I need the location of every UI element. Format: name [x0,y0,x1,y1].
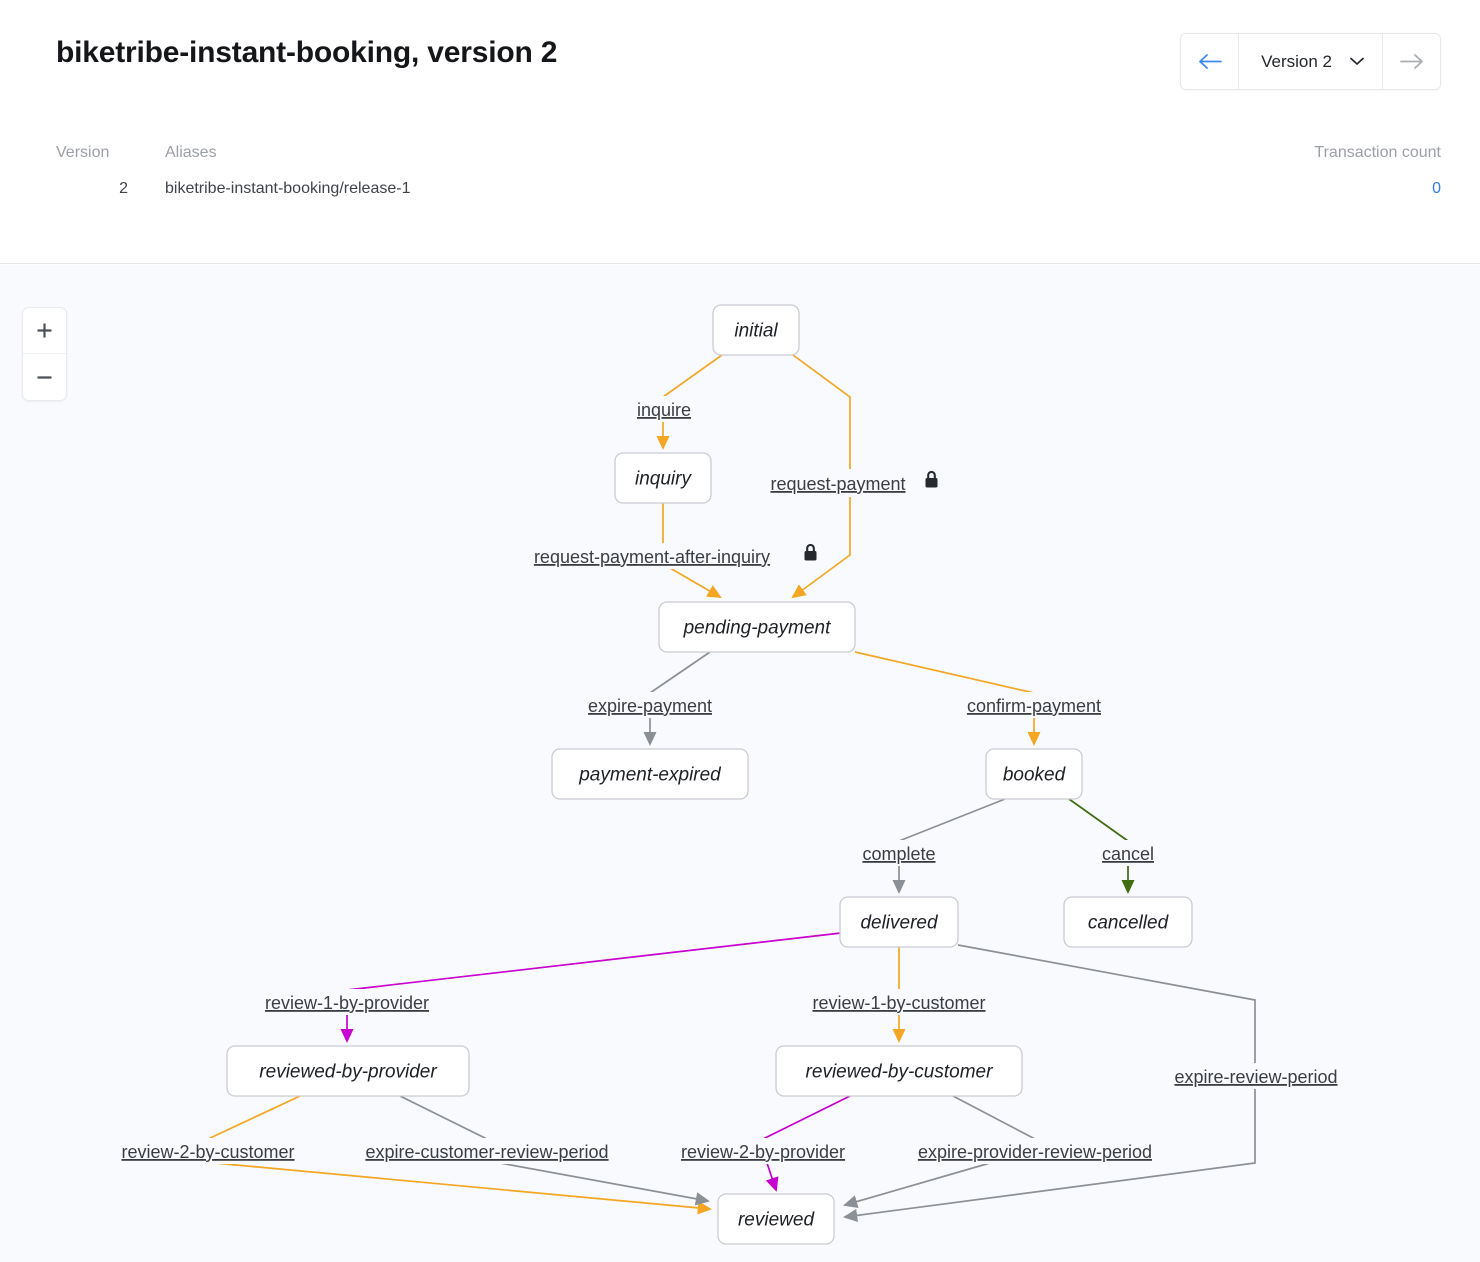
edge-r2p-lower [765,1162,779,1192]
edge-inquire-upper [662,354,723,398]
edge-cancel-upper [1068,798,1129,842]
zoom-in-button[interactable] [23,308,66,354]
transition-label-review-1-by-customer[interactable]: review-1-by-customer [796,989,1003,1015]
state-node-delivered[interactable]: delivered [839,896,959,948]
state-node-booked[interactable]: booked [985,748,1083,800]
state-node-reviewed-by-provider[interactable]: reviewed-by-provider [226,1045,470,1097]
state-machine-canvas[interactable]: inquire request-payment request-payment-… [0,265,1480,1262]
edge-erp-upper [957,944,1256,1065]
state-node-initial[interactable]: initial [712,304,800,356]
state-node-booked-label: booked [1003,765,1067,786]
arrow-right-icon [1399,54,1423,69]
state-machine-graph: inquire request-payment request-payment-… [103,304,1356,1245]
transaction-count-column-header: Transaction count [1314,144,1441,161]
edge-ecrp-lower [499,1162,711,1206]
transition-label-request-payment-after-inquiry[interactable]: request-payment-after-inquiry [502,543,817,569]
transition-label-expire-customer-review-period[interactable]: expire-customer-review-period [339,1138,635,1164]
state-node-pending-payment[interactable]: pending-payment [658,601,856,653]
state-node-reviewed-by-customer-label: reviewed-by-customer [806,1062,994,1083]
zoom-out-button[interactable] [23,354,66,400]
transition-label-eprp-text: expire-provider-review-period [918,1142,1152,1162]
state-node-inquiry-label: inquiry [635,469,692,490]
edge-confirm-payment-upper [854,651,1035,694]
transition-label-request-payment-text: request-payment [770,474,905,494]
next-version-button[interactable] [1382,34,1440,89]
transition-label-expire-payment[interactable]: expire-payment [573,692,727,718]
transition-label-r2c-text: review-2-by-customer [121,1142,294,1162]
state-node-reviewed-label: reviewed [738,1210,815,1231]
transition-label-confirm-payment-text: confirm-payment [967,696,1101,716]
aliases-value: biketribe-instant-booking/release-1 [165,180,411,197]
version-meta-row: Version Aliases Transaction count 2 bike… [0,138,1480,218]
transition-label-review-2-by-customer[interactable]: review-2-by-customer [103,1138,314,1164]
minus-icon [37,375,52,379]
transaction-count-value[interactable]: 0 [1432,180,1441,197]
transition-label-expire-review-period[interactable]: expire-review-period [1156,1063,1356,1089]
state-node-cancelled[interactable]: cancelled [1063,896,1193,948]
edge-r2p-upper [762,1095,851,1140]
zoom-controls [22,307,67,401]
transition-label-r1c-text: review-1-by-customer [812,993,985,1013]
version-select-label: Version 2 [1261,51,1332,71]
previous-version-button[interactable] [1181,34,1240,89]
state-node-reviewed-by-provider-label: reviewed-by-provider [259,1062,437,1083]
arrow-left-icon [1198,54,1222,69]
aliases-column-header: Aliases [165,144,217,161]
lock-icon [804,543,817,561]
edge-request-payment-upper [792,354,851,469]
transition-label-expire-provider-review-period[interactable]: expire-provider-review-period [890,1138,1180,1164]
state-node-delivered-label: delivered [860,913,939,934]
transition-label-erp-text: expire-review-period [1174,1067,1337,1087]
chevron-down-icon [1350,57,1364,65]
transition-label-rpai-text: request-payment-after-inquiry [534,547,770,567]
transition-label-request-payment[interactable]: request-payment [752,470,938,496]
transition-label-cancel[interactable]: cancel [1097,840,1161,866]
version-select[interactable]: Version 2 [1239,34,1382,89]
state-node-payment-expired[interactable]: payment-expired [551,748,749,800]
state-node-initial-label: initial [734,321,778,342]
transition-label-expire-payment-text: expire-payment [588,696,712,716]
version-navigator: Version 2 [1180,33,1441,90]
graph-transition-labels: inquire request-payment request-payment-… [103,396,1356,1164]
transition-label-review-1-by-provider[interactable]: review-1-by-provider [249,989,447,1015]
version-value: 2 [119,180,128,197]
transition-label-confirm-payment[interactable]: confirm-payment [952,692,1117,718]
page-header: biketribe-instant-booking, version 2 Ver… [0,0,1480,264]
plus-icon [37,323,52,338]
transition-label-inquire-text: inquire [637,400,691,420]
state-node-pending-payment-label: pending-payment [683,618,832,639]
version-column-header: Version [56,144,110,161]
transition-label-ecrp-text: expire-customer-review-period [365,1142,608,1162]
edge-rpai-lower [669,567,722,599]
transition-label-r1p-text: review-1-by-provider [265,993,429,1013]
lock-icon [925,470,938,488]
edge-r2c-upper [207,1095,301,1140]
state-node-inquiry[interactable]: inquiry [614,452,712,504]
graph-nodes: initial inquiry pending-payment payment-… [226,304,1193,1245]
state-node-cancelled-label: cancelled [1088,913,1170,934]
page-title: biketribe-instant-booking, version 2 [56,36,558,69]
edge-r1p-upper [346,932,842,991]
transition-label-inquire[interactable]: inquire [623,396,705,422]
state-node-payment-expired-label: payment-expired [578,765,722,786]
edge-request-payment-lower [791,497,851,599]
graph-edges [207,354,1256,1222]
transition-label-complete[interactable]: complete [854,840,945,866]
edge-expire-payment-upper [649,651,711,694]
state-node-reviewed-by-customer[interactable]: reviewed-by-customer [775,1045,1023,1097]
transition-label-review-2-by-provider[interactable]: review-2-by-provider [663,1138,864,1164]
transition-label-cancel-text: cancel [1102,844,1154,864]
edge-r2c-lower [214,1162,713,1215]
edge-erp-lower [842,1087,1256,1222]
edge-eprp-lower [843,1162,991,1208]
edge-ecrp-upper [399,1095,488,1140]
transition-label-complete-text: complete [862,844,935,864]
edge-eprp-upper [952,1095,1036,1140]
transition-label-r2p-text: review-2-by-provider [681,1142,845,1162]
edge-complete-upper [898,798,1006,842]
state-node-reviewed[interactable]: reviewed [717,1193,835,1245]
